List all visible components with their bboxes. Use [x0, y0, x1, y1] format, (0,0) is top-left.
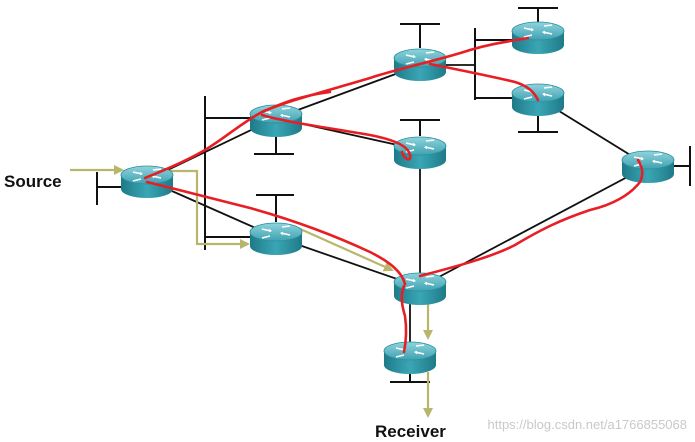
lan-bus-icon [672, 146, 691, 186]
network-links [146, 64, 649, 358]
link-r6-r9 [419, 165, 649, 288]
red-path-r6-down [400, 284, 408, 354]
lan-bus-icon [474, 28, 514, 100]
lan-bus-icon [518, 7, 558, 24]
path-highlight [143, 36, 644, 354]
lan-bus-icon [256, 194, 294, 222]
router-icon [621, 150, 675, 184]
source-label: Source [4, 172, 62, 191]
router-icon [249, 222, 303, 256]
red-path-source-to-r6 [145, 180, 407, 286]
red-path-r4-to-r8 [428, 62, 540, 102]
flow-arrow-to-r3 [166, 169, 250, 249]
red-path-source-to-r2 [143, 90, 332, 180]
watermark-text: https://blog.csdn.net/a1766855068 [487, 417, 688, 432]
red-path-r2-to-r4 [260, 36, 530, 114]
lan-bus-icon [204, 96, 252, 250]
multicast-flow-arrows [70, 165, 433, 418]
red-path-r2-to-r5 [260, 113, 412, 161]
router-icon [511, 21, 565, 55]
lan-bus-icon [96, 172, 124, 205]
router-icon [383, 341, 437, 375]
routers [120, 21, 675, 375]
lan-bus-icon [400, 23, 440, 48]
red-path-r6-to-r9 [418, 158, 644, 278]
lan-segments [96, 7, 691, 383]
flow-arrow-to-r6 [297, 226, 394, 272]
receiver-label: Receiver [375, 422, 446, 441]
lan-bus-icon [400, 119, 440, 136]
